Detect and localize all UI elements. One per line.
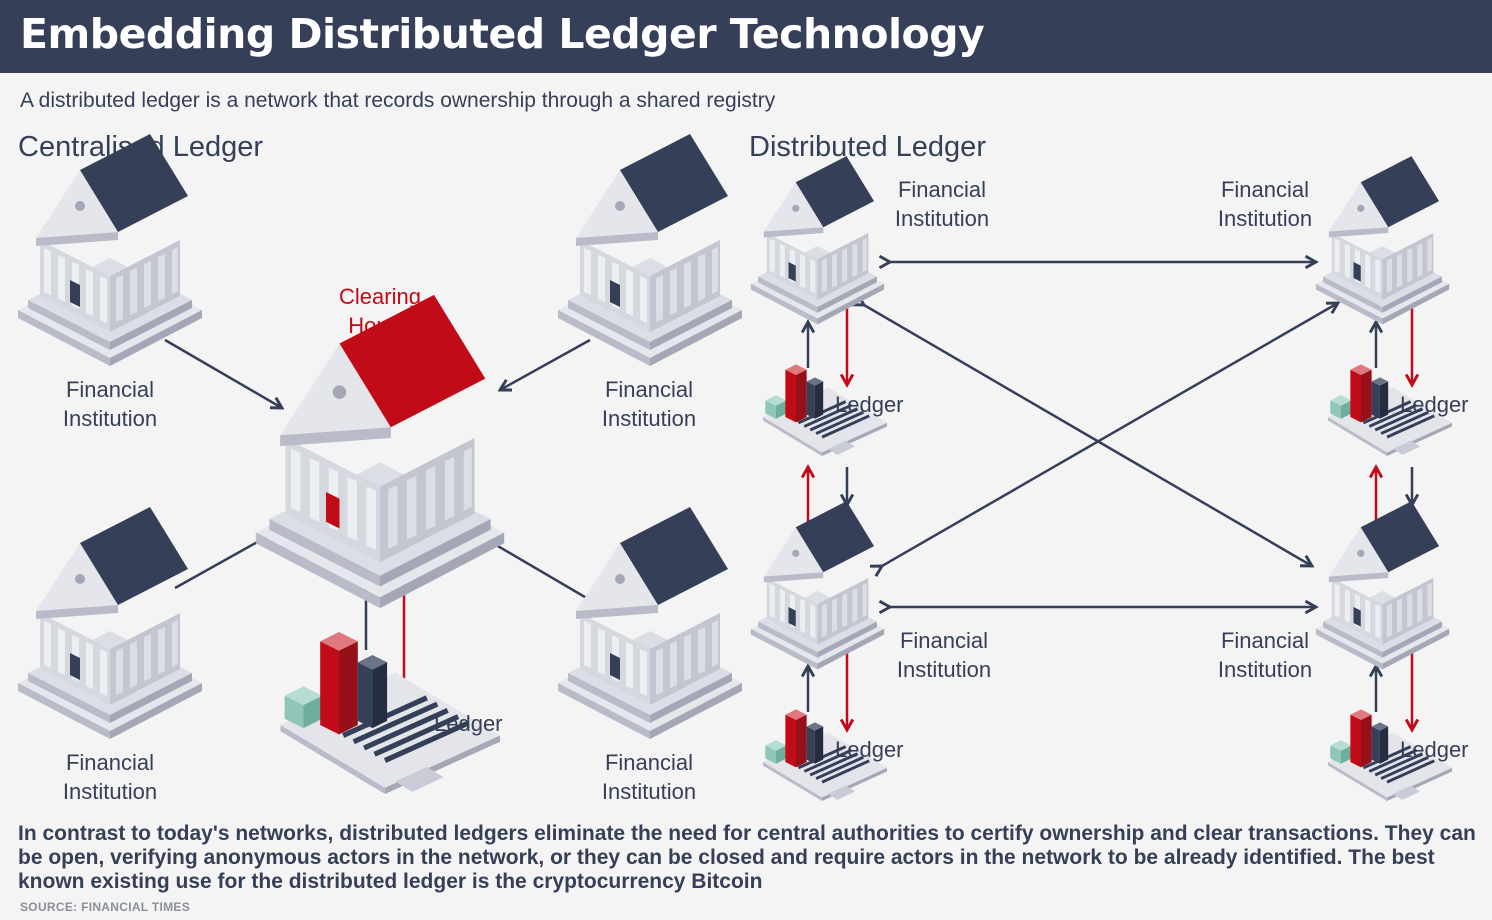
bank-icon: [1315, 501, 1450, 670]
bank-icon: [558, 507, 742, 739]
distributed-heading: Distributed Ledger: [749, 131, 986, 163]
distributed-arrows: [808, 262, 1412, 712]
bank-icon: [18, 134, 202, 366]
footer-text: In contrast to today's networks, distrib…: [18, 822, 1476, 893]
bank-icon: [558, 134, 742, 366]
clearing-house-icon: [255, 294, 505, 609]
page-title: Embedding Distributed Ledger Technology: [20, 10, 985, 58]
title-banner: Embedding Distributed Ledger Technology: [0, 0, 1492, 73]
bank-icon: [1315, 156, 1450, 325]
ledger-label: Ledger: [835, 392, 904, 417]
ledger-label: Ledger: [434, 711, 503, 736]
ledger-label: Ledger: [835, 737, 904, 762]
ledger-label: Ledger: [1400, 392, 1469, 417]
bank-icon: [750, 501, 885, 670]
ledger-label: Ledger: [1400, 737, 1469, 762]
source-note: SOURCE: FINANCIAL TIMES: [20, 900, 191, 914]
bank-icon: [18, 507, 202, 739]
bank-icon: [750, 156, 885, 325]
subtitle: A distributed ledger is a network that r…: [20, 89, 776, 112]
